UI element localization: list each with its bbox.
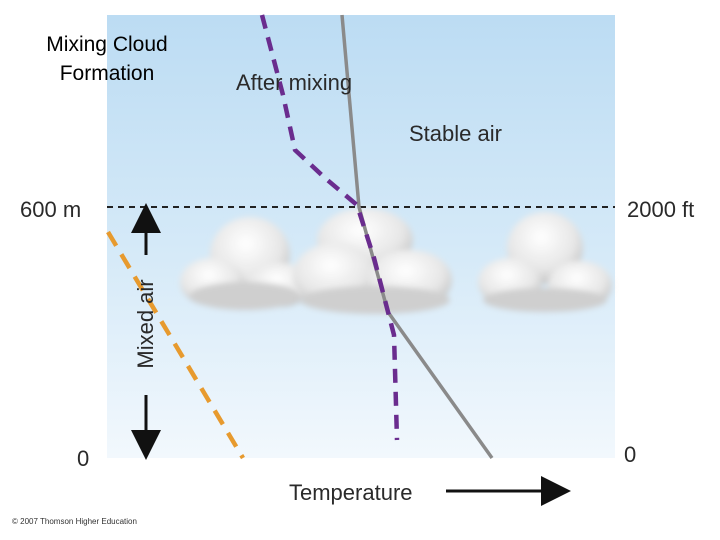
diagram-title: Mixing Cloud Formation: [22, 30, 192, 88]
after-mixing-label: After mixing: [236, 70, 352, 96]
mixed-air-label: Mixed air: [133, 269, 159, 379]
zero-left-label: 0: [77, 446, 89, 472]
temperature-axis-label: Temperature: [289, 480, 413, 506]
zero-right-label: 0: [624, 442, 636, 468]
stable-air-label: Stable air: [409, 121, 502, 147]
title-line-1: Mixing Cloud: [22, 30, 192, 59]
height-feet-label: 2000 ft: [627, 197, 694, 223]
title-line-2: Formation: [22, 59, 192, 88]
height-meters-label: 600 m: [20, 197, 81, 223]
copyright-text: © 2007 Thomson Higher Education: [12, 517, 137, 526]
